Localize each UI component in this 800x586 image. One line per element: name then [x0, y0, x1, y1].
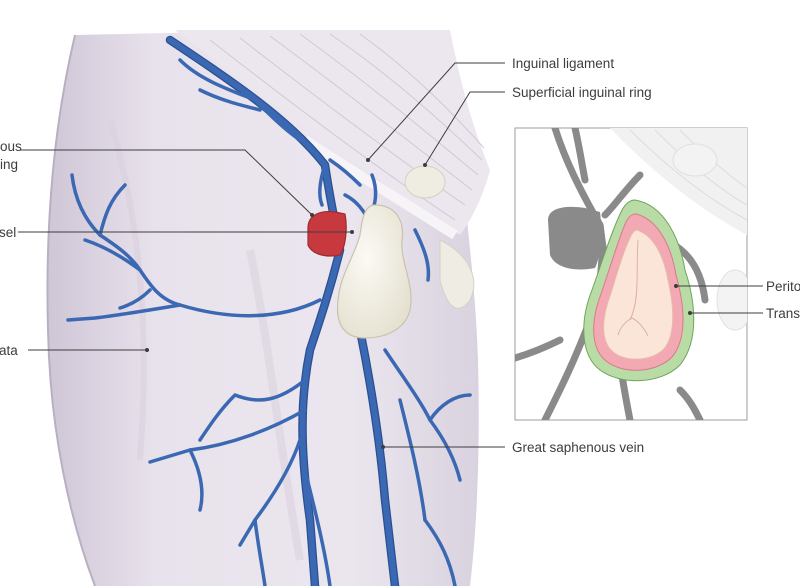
label-transversalis: Transv: [766, 306, 800, 321]
label-superficial-inguinal-ring: Superficial inguinal ring: [512, 85, 652, 100]
label-peritoneum: Perito: [766, 279, 800, 294]
spermatic-cord: [439, 239, 475, 309]
label-saphenous-opening: ous ing: [0, 139, 26, 172]
leader-lines: [18, 62, 763, 449]
label-inguinal-ligament: Inguinal ligament: [512, 56, 614, 71]
inset-panel: [514, 127, 748, 421]
hernia-sac: [336, 204, 412, 339]
femoral-artery-segment: [307, 210, 347, 257]
vein-network: [66, 35, 472, 586]
hernia-contents: [603, 229, 674, 360]
label-vessel: sel: [0, 225, 16, 240]
superficial-inguinal-ring: [404, 165, 446, 199]
label-fascia-lata: ata: [0, 343, 18, 358]
label-great-saphenous-vein: Great saphenous vein: [512, 440, 644, 455]
